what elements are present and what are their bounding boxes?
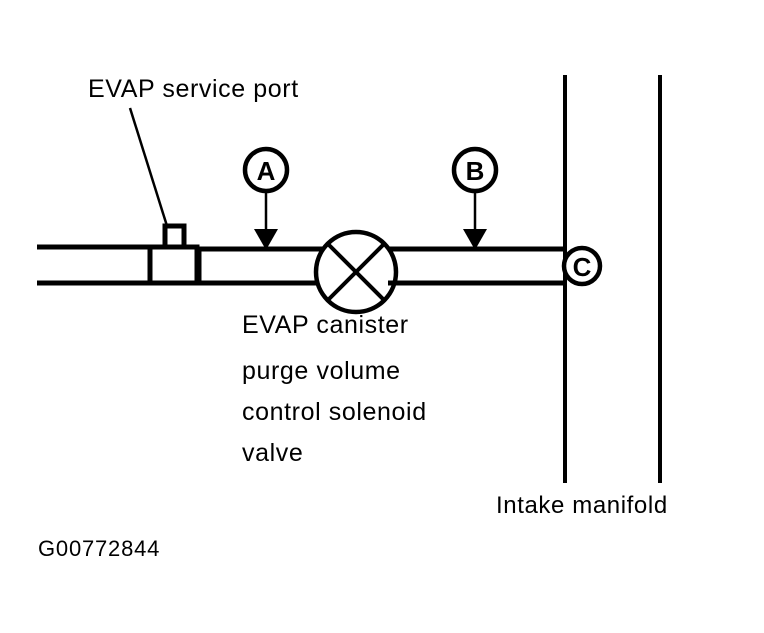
valve-name-line-2: purge volume [242,357,401,385]
hose-left-stub [37,244,152,286]
hose-segment-a [196,246,325,286]
evap-service-port-label: EVAP service port [88,75,299,103]
valve-name-line-4: valve [242,439,303,467]
service-port-leader-line [128,107,169,227]
marker-c: C [561,245,603,287]
intake-manifold-label: Intake manifold [496,492,668,519]
valve-name-label: EVAP canister purge volume control solen… [242,311,427,467]
marker-b-circle [451,146,499,194]
marker-a-arrowhead [254,229,278,250]
marker-b-letter: B [466,156,485,186]
marker-b: B [451,146,499,250]
hose-segment-b [388,246,567,286]
marker-b-arrowhead [463,229,487,250]
marker-a: A [242,146,290,250]
marker-c-circle [561,245,603,287]
valve-cross-stroke-2 [326,242,386,302]
valve-name-line-1: EVAP canister [242,311,409,339]
intake-manifold-walls [563,75,662,483]
marker-c-letter: C [573,252,592,282]
service-port-body [147,244,200,286]
marker-a-circle [242,146,290,194]
marker-a-letter: A [257,156,276,186]
valve-name-line-3: control solenoid [242,398,427,426]
solenoid-valve-symbol [313,229,399,315]
figure-id-label: G00772844 [38,536,160,561]
